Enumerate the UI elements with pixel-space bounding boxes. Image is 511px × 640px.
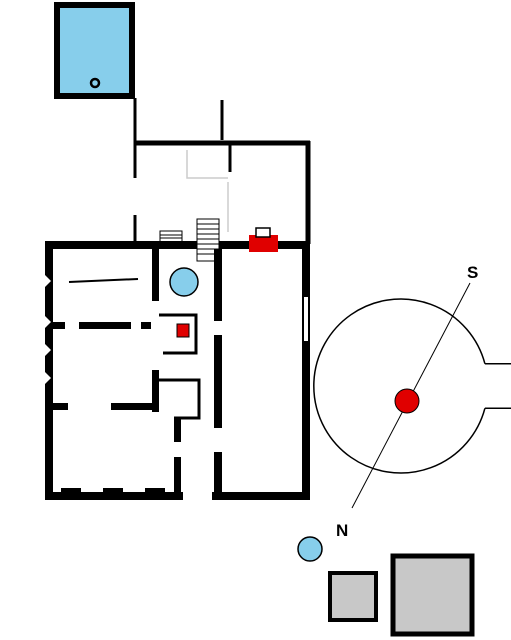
thin-wall [68, 278, 139, 283]
fireplace [249, 235, 278, 252]
round-openings [484, 362, 511, 410]
staircase [196, 218, 220, 262]
small-pond [297, 536, 323, 562]
east-window-bay [302, 297, 310, 341]
west-windows [45, 275, 51, 384]
tank-drain [89, 77, 101, 89]
outbuilding-large [390, 553, 475, 637]
entry-steps [159, 230, 183, 243]
cistern [169, 267, 199, 297]
closet-lower [159, 378, 201, 420]
stove [176, 323, 190, 338]
faint-partition [186, 150, 229, 232]
closet-upper [159, 313, 198, 355]
compass-north-label: N [336, 521, 348, 540]
compass-center [394, 388, 420, 414]
outbuilding-small [328, 571, 378, 622]
east-window-mark [302, 342, 310, 352]
round-structure [313, 298, 486, 474]
water-tank [54, 2, 135, 99]
south-columns [61, 488, 165, 500]
chimney-cap [255, 227, 271, 238]
compass-south-label: S [467, 263, 478, 282]
upper-enclosure [133, 98, 311, 244]
